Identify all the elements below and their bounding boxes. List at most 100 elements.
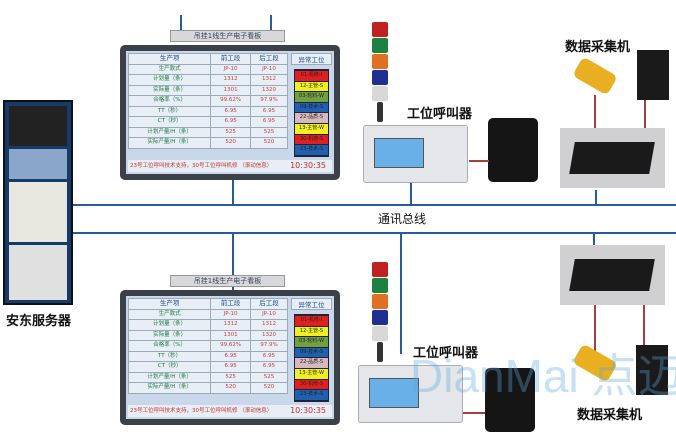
table-cell: 520 — [249, 137, 289, 149]
bus-line-top — [72, 204, 676, 206]
table-cell: 1320 — [249, 329, 289, 341]
alert-item: 13-主管-W — [295, 368, 328, 379]
alert-item: 23-技术-S — [295, 390, 328, 400]
alert-item: 12-主管-S — [295, 326, 328, 337]
clock: 10:30:35 — [290, 406, 326, 415]
tower-light — [372, 326, 388, 341]
scroll-message: 23号工位呼叫技术支持，30号工位呼叫机修 （滚动信息） — [130, 163, 273, 169]
connector — [270, 15, 272, 30]
table-cell: 1312 — [210, 74, 251, 86]
keypad — [488, 118, 538, 182]
alert-item: 01-机修-I — [295, 71, 328, 81]
table-cell: 520 — [210, 137, 251, 149]
alert-item: 09-技术-S — [295, 347, 328, 358]
photo-sensor — [637, 50, 669, 100]
clock: 10:30:35 — [290, 161, 326, 170]
watermark: DianMai 点迈 — [410, 350, 676, 402]
table-cell: 6.95 — [249, 361, 289, 373]
alert-item: 01-机修-I — [295, 316, 328, 326]
table-cell: TT（秒） — [127, 105, 212, 117]
alert-header: 异常工位 — [291, 53, 332, 65]
table-cell: 计划产量/H（条） — [127, 371, 212, 383]
alert-item: 23-技术-S — [295, 145, 328, 155]
table-cell: 97.9% — [249, 340, 289, 352]
connector — [232, 234, 234, 290]
tower-light — [372, 262, 388, 277]
collector-label: 数据采集机 — [577, 408, 643, 423]
station-caller — [358, 365, 463, 423]
table-cell: 合格率（%） — [127, 95, 212, 107]
alert-item: 22-品质-S — [295, 358, 328, 368]
table-cell: 实际量（条） — [127, 329, 212, 341]
table-cell: 6.95 — [210, 116, 251, 128]
bus-label: 通讯总线 — [378, 212, 427, 226]
table-cell: 525 — [210, 371, 251, 383]
board-title: 吊挂1线生产电子看板 — [170, 30, 285, 42]
board-footer: 23号工位呼叫技术支持，30号工位呼叫机修 （滚动信息） 10:30:35 — [128, 160, 332, 172]
alert-item: 13-主管-W — [295, 123, 328, 134]
alert-item: 12-主管-S — [295, 81, 328, 92]
board-title: 吊挂1线生产电子看板 — [170, 275, 285, 287]
table-cell: 计划产量/H（条） — [127, 126, 212, 138]
station-caller — [363, 125, 468, 183]
table-cell: 6.95 — [249, 105, 289, 117]
table-cell: 1312 — [249, 74, 289, 86]
table-row: 合格率（%）99.62%97.9% — [127, 95, 289, 107]
tower-light — [372, 22, 388, 37]
caller-label: 工位呼叫器 — [407, 107, 473, 122]
light-tower — [372, 262, 388, 363]
tower-pole — [377, 342, 383, 362]
data-collector — [560, 245, 665, 305]
alert-item: 30-机修-S — [295, 379, 328, 390]
alert-item: 09-技术-S — [295, 102, 328, 113]
table-cell: 6.95 — [210, 361, 251, 373]
tower-pole — [377, 102, 383, 122]
table-cell: 实际产量/H（条） — [127, 137, 212, 149]
tower-light — [372, 294, 388, 309]
table-cell: CT（秒） — [127, 116, 212, 128]
table-cell: 6.95 — [210, 105, 251, 117]
table-cell: 1301 — [210, 329, 251, 341]
connector — [400, 234, 402, 354]
bus-line-bottom — [72, 232, 676, 234]
table-cell: 520 — [210, 382, 251, 394]
table-cell: 99.62% — [210, 340, 251, 352]
table-cell: 520 — [249, 382, 289, 394]
table-cell: 实际量（条） — [127, 84, 212, 96]
table-cell: 生产款式 — [127, 308, 212, 320]
table-cell: 实际产量/H（条） — [127, 382, 212, 394]
connector — [232, 180, 234, 204]
photo-sensor — [636, 345, 668, 395]
table-header: 生产项 — [127, 298, 212, 310]
tower-light — [372, 310, 388, 325]
table-cell: 6.95 — [249, 350, 289, 362]
table-cell: 99.62% — [210, 95, 251, 107]
table-header: 后工段 — [249, 53, 289, 65]
table-cell: 6.95 — [210, 350, 251, 362]
connector — [410, 183, 412, 204]
table-cell: 525 — [249, 126, 289, 138]
connector — [593, 234, 595, 248]
table-cell: 1312 — [210, 319, 251, 331]
table-cell: 1312 — [249, 319, 289, 331]
tower-light — [372, 54, 388, 69]
connector — [180, 15, 182, 30]
collector-label: 数据采集机 — [565, 40, 631, 55]
tower-light — [372, 38, 388, 53]
table-cell: 525 — [249, 371, 289, 383]
table-row: 合格率（%）99.62%97.9% — [127, 340, 289, 352]
table-header: 前工段 — [210, 53, 251, 65]
